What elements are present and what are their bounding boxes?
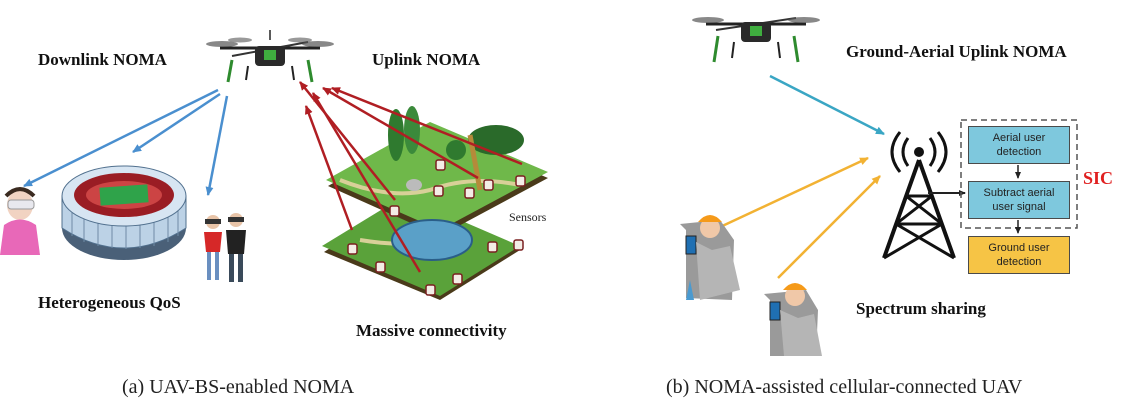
downlink-arrows bbox=[23, 88, 229, 196]
sensor-icons bbox=[347, 159, 526, 296]
box-line: Subtract aerial bbox=[983, 187, 1055, 199]
ground-user-icon bbox=[764, 283, 822, 356]
box-line: Aerial user bbox=[992, 132, 1046, 144]
base-station-tower-icon bbox=[882, 131, 956, 260]
vr-users-icon bbox=[204, 213, 246, 282]
massive-connectivity-label: Massive connectivity bbox=[356, 321, 507, 340]
ground-user-icon bbox=[680, 215, 740, 300]
ground-aerial-uplink-label: Ground-Aerial Uplink NOMA bbox=[846, 42, 1067, 61]
box-line: Ground user bbox=[988, 242, 1050, 254]
spectrum-sharing-label: Spectrum sharing bbox=[856, 299, 986, 318]
sic-label: SIC bbox=[1083, 168, 1114, 188]
box-line: user signal bbox=[992, 201, 1046, 213]
uplink-noma-label: Uplink NOMA bbox=[372, 50, 481, 69]
drone-icon bbox=[692, 17, 820, 63]
box-line: detection bbox=[996, 146, 1042, 158]
stadium-icon bbox=[61, 165, 187, 260]
ground-uplink-arrows bbox=[717, 156, 881, 279]
sensors-label: Sensors bbox=[509, 210, 547, 224]
caption-b: (b) NOMA-assisted cellular-connected UAV bbox=[666, 376, 1023, 398]
aerial-user-detection-box: Aerial user detection bbox=[968, 126, 1070, 164]
aerial-uplink-arrow bbox=[769, 74, 885, 136]
vr-user-icon bbox=[0, 187, 40, 255]
drone-icon bbox=[206, 30, 334, 83]
box-line: detection bbox=[996, 256, 1042, 268]
uplink-arrows bbox=[299, 81, 523, 273]
downlink-noma-label: Downlink NOMA bbox=[38, 50, 167, 69]
subtract-aerial-signal-box: Subtract aerial user signal bbox=[968, 181, 1070, 219]
ground-user-detection-box: Ground user detection bbox=[968, 236, 1070, 274]
caption-a: (a) UAV-BS-enabled NOMA bbox=[122, 376, 355, 398]
heterogeneous-qos-label: Heterogeneous QoS bbox=[38, 293, 181, 312]
park-terrain bbox=[322, 106, 548, 300]
